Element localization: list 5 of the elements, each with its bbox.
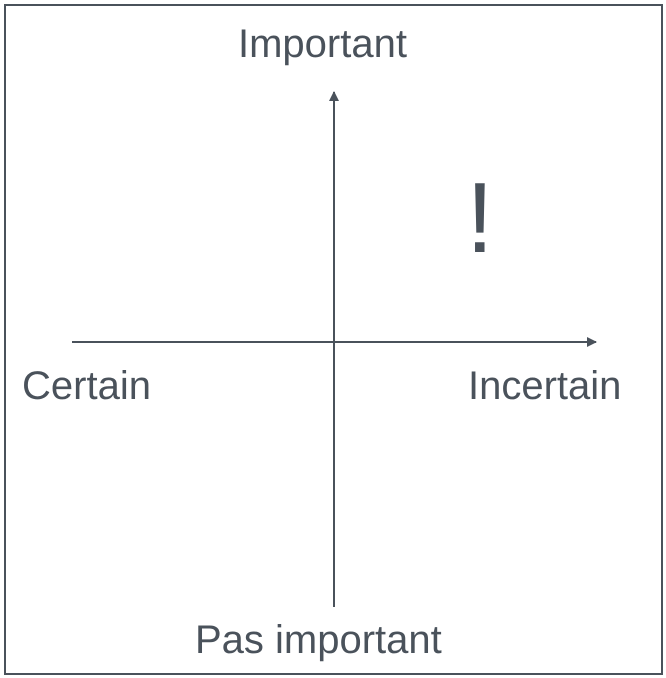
axis-label: Important <box>238 24 407 64</box>
axis-label: Incertain <box>468 366 622 406</box>
exclamation-mark: ! <box>466 168 494 268</box>
axis-label: Pas important <box>195 620 442 660</box>
axis-label: Certain <box>22 366 151 406</box>
